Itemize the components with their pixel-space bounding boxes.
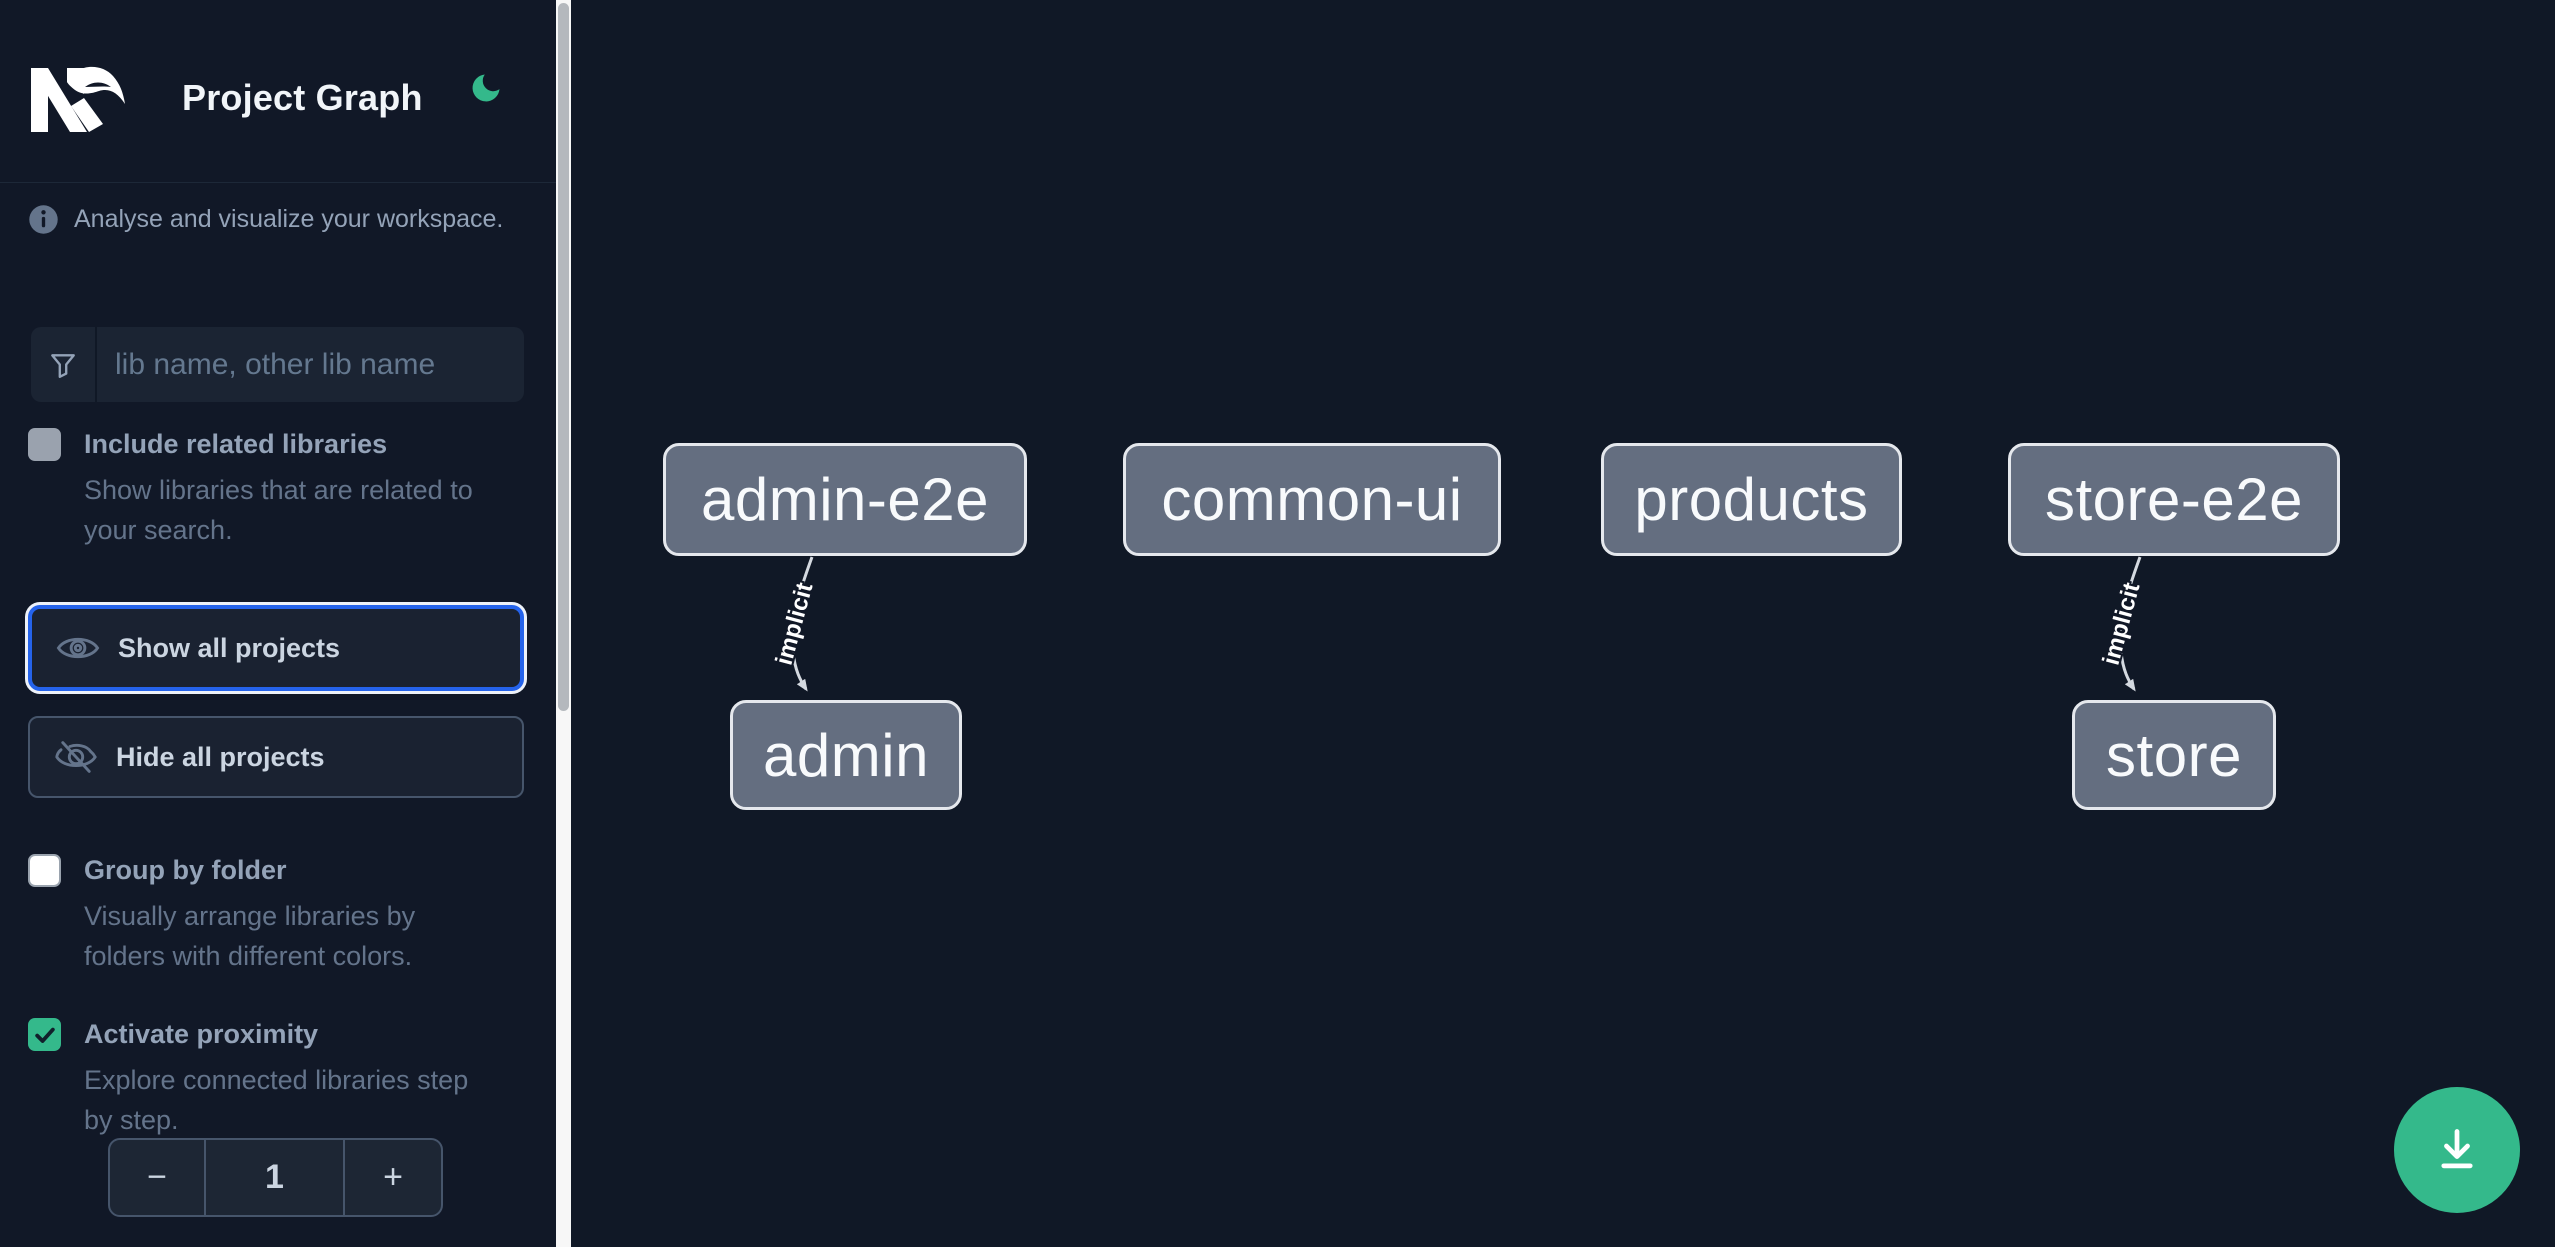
project-node-products[interactable]: products [1601,443,1902,556]
hide-all-projects-label: Hide all projects [116,741,325,772]
option-label: Include related libraries [84,429,388,459]
increment-button[interactable]: + [343,1140,441,1215]
option-label: Activate proximity [84,1019,319,1049]
page-title: Project Graph [182,77,423,118]
project-node-store-e2e[interactable]: store-e2e [2008,443,2340,556]
search-input[interactable] [97,327,524,402]
sidebar-scrollbar-thumb[interactable] [558,3,569,711]
checkbox-include-related[interactable] [28,428,61,461]
proximity-depth-stepper: − 1 + [108,1138,443,1217]
hide-all-projects-button[interactable]: Hide all projects [28,716,524,798]
stepper-value: 1 [265,1158,284,1196]
show-all-projects-button[interactable]: Show all projects [28,605,524,691]
workspace-info: Analyse and visualize your workspace. [28,204,503,235]
search-box [31,327,524,402]
option-description: Explore connected libraries step by step… [84,1065,469,1135]
eye-off-icon [55,741,97,773]
tagline-text: Analyse and visualize your workspace. [74,205,504,233]
filter-funnel-icon [31,327,97,402]
sidebar-header: Project Graph [0,0,556,183]
project-node-store[interactable]: store [2072,700,2276,810]
project-graph-canvas[interactable] [571,0,2555,1247]
info-icon [29,205,58,234]
option-label: Group by folder [84,855,287,885]
show-all-projects-label: Show all projects [118,632,341,663]
download-image-button[interactable] [2394,1087,2520,1213]
option-description: Show libraries that are related to your … [84,475,473,545]
project-node-common-ui[interactable]: common-ui [1123,443,1501,556]
sidebar: Project Graph Analyse and visualize your… [0,0,556,1247]
eye-icon [56,637,100,659]
project-node-admin[interactable]: admin [730,700,962,810]
nx-logo [31,66,125,132]
project-node-admin-e2e[interactable]: admin-e2e [663,443,1027,556]
theme-toggle-moon-icon[interactable] [468,70,504,106]
sidebar-scrollbar-track [556,0,571,1247]
download-icon [2441,1129,2473,1169]
checkbox-activate-proximity[interactable] [28,1018,61,1051]
decrement-button[interactable]: − [110,1140,206,1215]
option-description: Visually arrange libraries by folders wi… [84,901,416,971]
checkbox-group-by-folder[interactable] [28,854,61,887]
